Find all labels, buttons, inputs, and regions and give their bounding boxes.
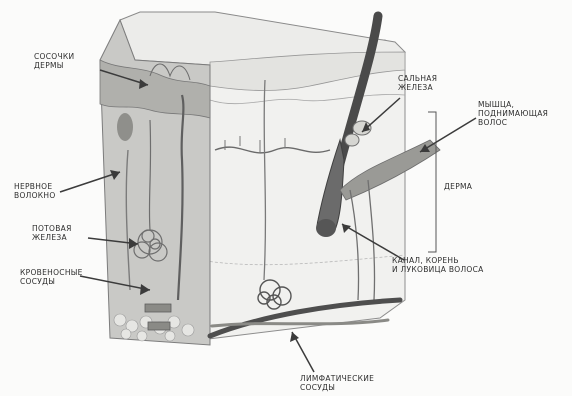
label-lymph-vessels: ЛИМФАТИЧЕСКИЕ СОСУДЫ bbox=[300, 374, 374, 392]
label-line: ВОЛОС bbox=[478, 118, 548, 127]
dermis-bracket bbox=[428, 112, 436, 252]
label-line: ЖЕЛЕЗА bbox=[398, 83, 437, 92]
label-line: ДЕРМЫ bbox=[34, 61, 74, 70]
label-line: ПОТОВАЯ bbox=[32, 224, 72, 233]
label-blood-vessels: КРОВЕНОСНЫЕ СОСУДЫ bbox=[20, 268, 83, 286]
label-line: КАНАЛ, КОРЕНЬ bbox=[392, 256, 484, 265]
label-line: ПОДНИМАЮЩАЯ bbox=[478, 109, 548, 118]
vessel-stub-1 bbox=[145, 304, 171, 312]
label-arrector-muscle: МЫШЦА, ПОДНИМАЮЩАЯ ВОЛОС bbox=[478, 100, 548, 127]
label-line: ЛИМФАТИЧЕСКИЕ bbox=[300, 374, 374, 383]
vessel-stub-2 bbox=[148, 322, 170, 330]
label-line: СОСОЧКИ bbox=[34, 52, 74, 61]
label-line: НЕРВНОЕ bbox=[14, 182, 56, 191]
label-dermis: ДЕРМА bbox=[444, 182, 472, 191]
label-line: СОСУДЫ bbox=[20, 277, 83, 286]
label-dermal-papillae: СОСОЧКИ ДЕРМЫ bbox=[34, 52, 74, 70]
label-line: КРОВЕНОСНЫЕ bbox=[20, 268, 83, 277]
label-hair-root: КАНАЛ, КОРЕНЬ И ЛУКОВИЦА ВОЛОСА bbox=[392, 256, 484, 274]
label-line: МЫШЦА, bbox=[478, 100, 548, 109]
label-line: ЖЕЛЕЗА bbox=[32, 233, 72, 242]
hair-bulb bbox=[316, 219, 336, 237]
label-sebaceous-gland: САЛЬНАЯ ЖЕЛЕЗА bbox=[398, 74, 437, 92]
label-line: САЛЬНАЯ bbox=[398, 74, 437, 83]
label-sweat-gland: ПОТОВАЯ ЖЕЛЕЗА bbox=[32, 224, 72, 242]
label-line: ВОЛОКНО bbox=[14, 191, 56, 200]
tissue-blob bbox=[117, 113, 133, 141]
label-nerve-fiber: НЕРВНОЕ ВОЛОКНО bbox=[14, 182, 56, 200]
label-line: СОСУДЫ bbox=[300, 383, 374, 392]
label-line: ДЕРМА bbox=[444, 182, 472, 191]
label-line: И ЛУКОВИЦА ВОЛОСА bbox=[392, 265, 484, 274]
